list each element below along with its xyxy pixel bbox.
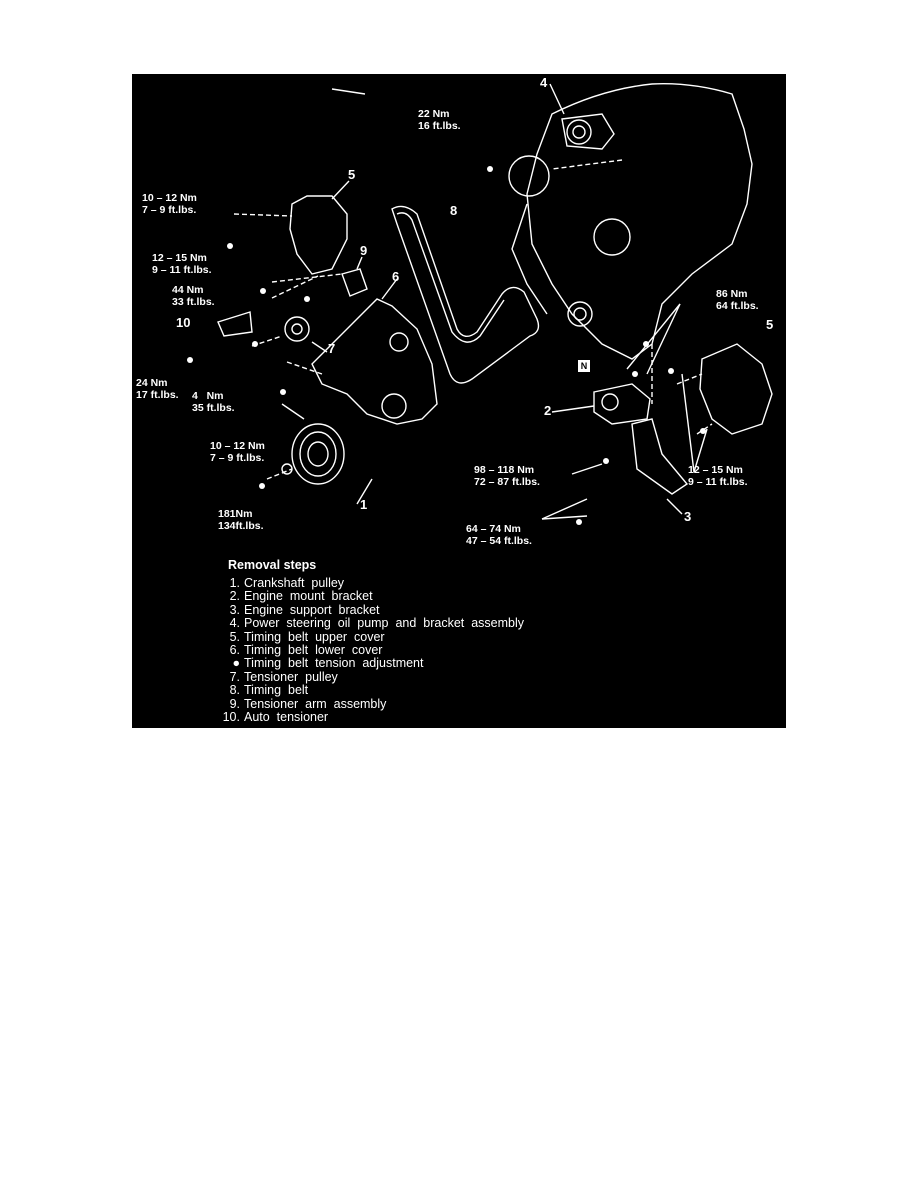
torque-nm: 10 – 12 Nm bbox=[142, 192, 197, 204]
removal-step: 8. Timing belt bbox=[220, 683, 524, 698]
torque-nm: 10 – 12 Nm bbox=[210, 440, 265, 452]
step-text: Tensioner arm assembly bbox=[244, 696, 387, 711]
step-text: Engine support bracket bbox=[244, 602, 380, 617]
torque-ftlbs: 33 ft.lbs. bbox=[172, 296, 215, 308]
torque-ftlbs: 47 – 54 ft.lbs. bbox=[466, 535, 532, 547]
step-marker: 9. bbox=[229, 696, 240, 711]
step-text: Timing belt bbox=[244, 683, 309, 698]
torque-nm: 12 – 15 Nm bbox=[688, 464, 743, 476]
callout-6: 6 bbox=[392, 269, 400, 284]
step-text: Timing belt tension adjustment bbox=[244, 656, 424, 671]
nut-replace-marker: N bbox=[578, 360, 590, 372]
callout-2: 2 bbox=[544, 403, 552, 418]
callout-9: 9 bbox=[360, 243, 368, 258]
removal-step: 5. Timing belt upper cover bbox=[220, 629, 524, 644]
step-marker: 6. bbox=[229, 643, 240, 658]
torque-nm: 22 Nm bbox=[418, 108, 450, 120]
step-marker: 7. bbox=[229, 669, 240, 684]
step-text: Timing belt upper cover bbox=[244, 629, 385, 644]
torque-nm: 98 – 118 Nm bbox=[474, 464, 535, 476]
removal-step: 2. Engine mount bracket bbox=[220, 589, 524, 604]
removal-step: 4. Power steering oil pump and bracket as… bbox=[220, 616, 524, 631]
callout-5-right: 5 bbox=[766, 317, 774, 332]
torque-ftlbs: 134ft.lbs. bbox=[218, 520, 264, 532]
step-text: Power steering oil pump and bracket asse… bbox=[244, 616, 524, 631]
crankshaft-pulley-drawing bbox=[281, 423, 345, 485]
torque-ftlbs: 9 – 11 ft.lbs. bbox=[688, 476, 748, 488]
step-marker: 5. bbox=[229, 629, 240, 644]
torque-ftlbs: 9 – 11 ft.lbs. bbox=[152, 264, 212, 276]
torque-nm: 86 Nm bbox=[716, 288, 748, 300]
callout-4: 4 bbox=[540, 75, 548, 90]
step-text: Tensioner pulley bbox=[244, 669, 338, 684]
power-steering-pump-drawing bbox=[561, 113, 615, 150]
torque-nm: 64 – 74 Nm bbox=[466, 523, 521, 535]
torque-ftlbs: 64 ft.lbs. bbox=[716, 300, 759, 312]
step-marker: 10. bbox=[222, 710, 240, 725]
step-marker: 8. bbox=[229, 683, 240, 698]
removal-steps-title: Removal steps bbox=[228, 558, 317, 572]
removal-step: 10. Auto tensioner bbox=[220, 710, 524, 725]
removal-steps-list: 1. Crankshaft pulley 2. Engine mount bracke… bbox=[220, 576, 524, 725]
torque-ftlbs: 72 – 87 ft.lbs. bbox=[474, 476, 540, 488]
removal-step: ● Timing belt tension adjustment bbox=[220, 656, 524, 671]
torque-ftlbs: 7 – 9 ft.lbs. bbox=[142, 204, 197, 216]
callout-1: 1 bbox=[360, 497, 368, 512]
torque-nm: 24 Nm bbox=[136, 377, 168, 389]
torque-nm: 181Nm bbox=[218, 508, 253, 520]
step-text: Crankshaft pulley bbox=[244, 576, 345, 590]
callout-7: 7 bbox=[328, 341, 336, 356]
torque-ftlbs: 35 ft.lbs. bbox=[192, 402, 235, 414]
step-text: Engine mount bracket bbox=[244, 589, 373, 604]
callout-5-left: 5 bbox=[348, 167, 356, 182]
step-text: Timing belt lower cover bbox=[244, 643, 383, 658]
torque-ftlbs: 17 ft.lbs. bbox=[136, 389, 179, 401]
torque-ftlbs: 16 ft.lbs. bbox=[418, 120, 461, 132]
removal-step: 3. Engine support bracket bbox=[220, 602, 524, 617]
step-marker: 1. bbox=[229, 576, 240, 590]
callout-3: 3 bbox=[684, 509, 692, 524]
engine-illustration bbox=[187, 83, 773, 525]
removal-step: 7. Tensioner pulley bbox=[220, 669, 524, 684]
torque-nm: 4 Nm bbox=[192, 390, 224, 402]
callout-8: 8 bbox=[450, 203, 458, 218]
step-text: Auto tensioner bbox=[244, 710, 329, 725]
torque-ftlbs: 7 – 9 ft.lbs. bbox=[210, 452, 265, 464]
removal-step: 6. Timing belt lower cover bbox=[220, 643, 524, 658]
torque-nm: 12 – 15 Nm bbox=[152, 252, 207, 264]
callout-10: 10 bbox=[176, 315, 191, 330]
removal-step: 9. Tensioner arm assembly bbox=[220, 696, 524, 711]
step-marker: 2. bbox=[229, 589, 240, 604]
torque-nm: 44 Nm bbox=[172, 284, 204, 296]
step-marker: 3. bbox=[229, 602, 240, 617]
step-marker: 4. bbox=[229, 616, 240, 631]
removal-step: 1. Crankshaft pulley bbox=[220, 576, 524, 590]
step-marker: ● bbox=[232, 656, 240, 671]
